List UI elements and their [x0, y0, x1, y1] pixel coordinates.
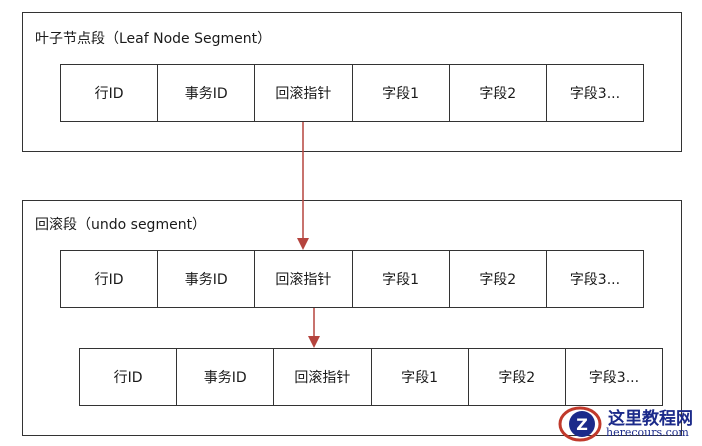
rollback-pointer-cell: 回滚指针 [254, 251, 351, 307]
rollback-pointer-cell: 回滚指针 [254, 65, 351, 121]
watermark-site-name: 这里教程网 [608, 409, 693, 429]
field-2-cell: 字段2 [448, 251, 546, 307]
field-3-cell: 字段3... [564, 349, 662, 405]
field-2-cell: 字段2 [467, 349, 565, 405]
field-1-cell: 字段1 [351, 251, 449, 307]
watermark-logo-icon: Z [558, 406, 602, 442]
field-2-cell: 字段2 [448, 65, 546, 121]
row-id-cell: 行ID [113, 370, 143, 386]
site-watermark: Z 这里教程网 herecours.com [556, 402, 702, 446]
field-3-cell: 字段3... [545, 251, 643, 307]
rollback-pointer-cell: 回滚指针 [273, 349, 370, 405]
leaf-record-row: 行ID 事务ID 回滚指针 字段1 字段2 字段3... [60, 64, 644, 122]
transaction-id-cell: 事务ID [157, 65, 254, 121]
row-id-cell: 行ID [94, 272, 124, 288]
transaction-id-cell: 事务ID [157, 251, 254, 307]
undo-record-row-1: 行ID 事务ID 回滚指针 字段1 字段2 字段3... [60, 250, 644, 308]
row-id-cell: 行ID [94, 86, 124, 102]
watermark-site-url: herecours.com [606, 426, 689, 439]
leaf-segment-title: 叶子节点段（Leaf Node Segment） [35, 31, 272, 47]
svg-text:Z: Z [576, 415, 588, 434]
field-1-cell: 字段1 [351, 65, 449, 121]
transaction-id-cell: 事务ID [176, 349, 273, 405]
undo-segment-title: 回滚段（undo segment） [35, 217, 207, 233]
field-1-cell: 字段1 [370, 349, 468, 405]
field-3-cell: 字段3... [545, 65, 643, 121]
undo-record-row-2: 行ID 事务ID 回滚指针 字段1 字段2 字段3... [79, 348, 663, 406]
